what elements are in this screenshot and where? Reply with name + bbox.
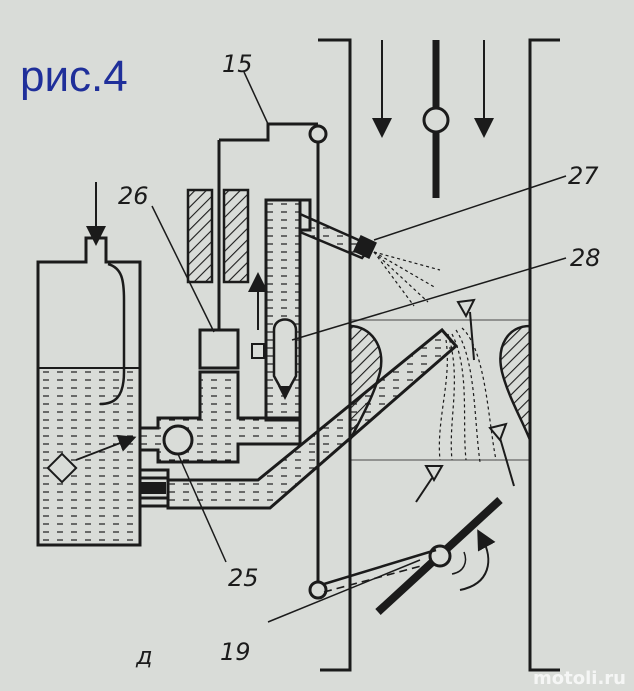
label-15: 15 <box>222 50 253 78</box>
label-25: 25 <box>228 564 259 592</box>
venturi-right <box>499 324 532 441</box>
leader-lines <box>151 71 567 623</box>
throttle-valve <box>308 497 503 615</box>
jet-25 <box>162 424 194 456</box>
fuel-spray <box>373 251 497 463</box>
venturi-left <box>348 324 383 441</box>
label-19: 19 <box>220 638 251 666</box>
carburetor-barrel <box>318 38 560 672</box>
emulsion-well <box>264 198 377 422</box>
accelerator-pump <box>186 122 328 590</box>
label-26: 26 <box>118 182 149 210</box>
label-27: 27 <box>568 162 599 190</box>
label-d: д <box>135 642 153 670</box>
figure-title: рис.4 <box>20 52 128 101</box>
float-chamber <box>36 182 142 547</box>
label-28: 28 <box>570 244 601 272</box>
air-flow-arrows <box>415 298 515 503</box>
watermark: motoli.ru <box>533 668 626 689</box>
idle-channel <box>166 327 459 510</box>
